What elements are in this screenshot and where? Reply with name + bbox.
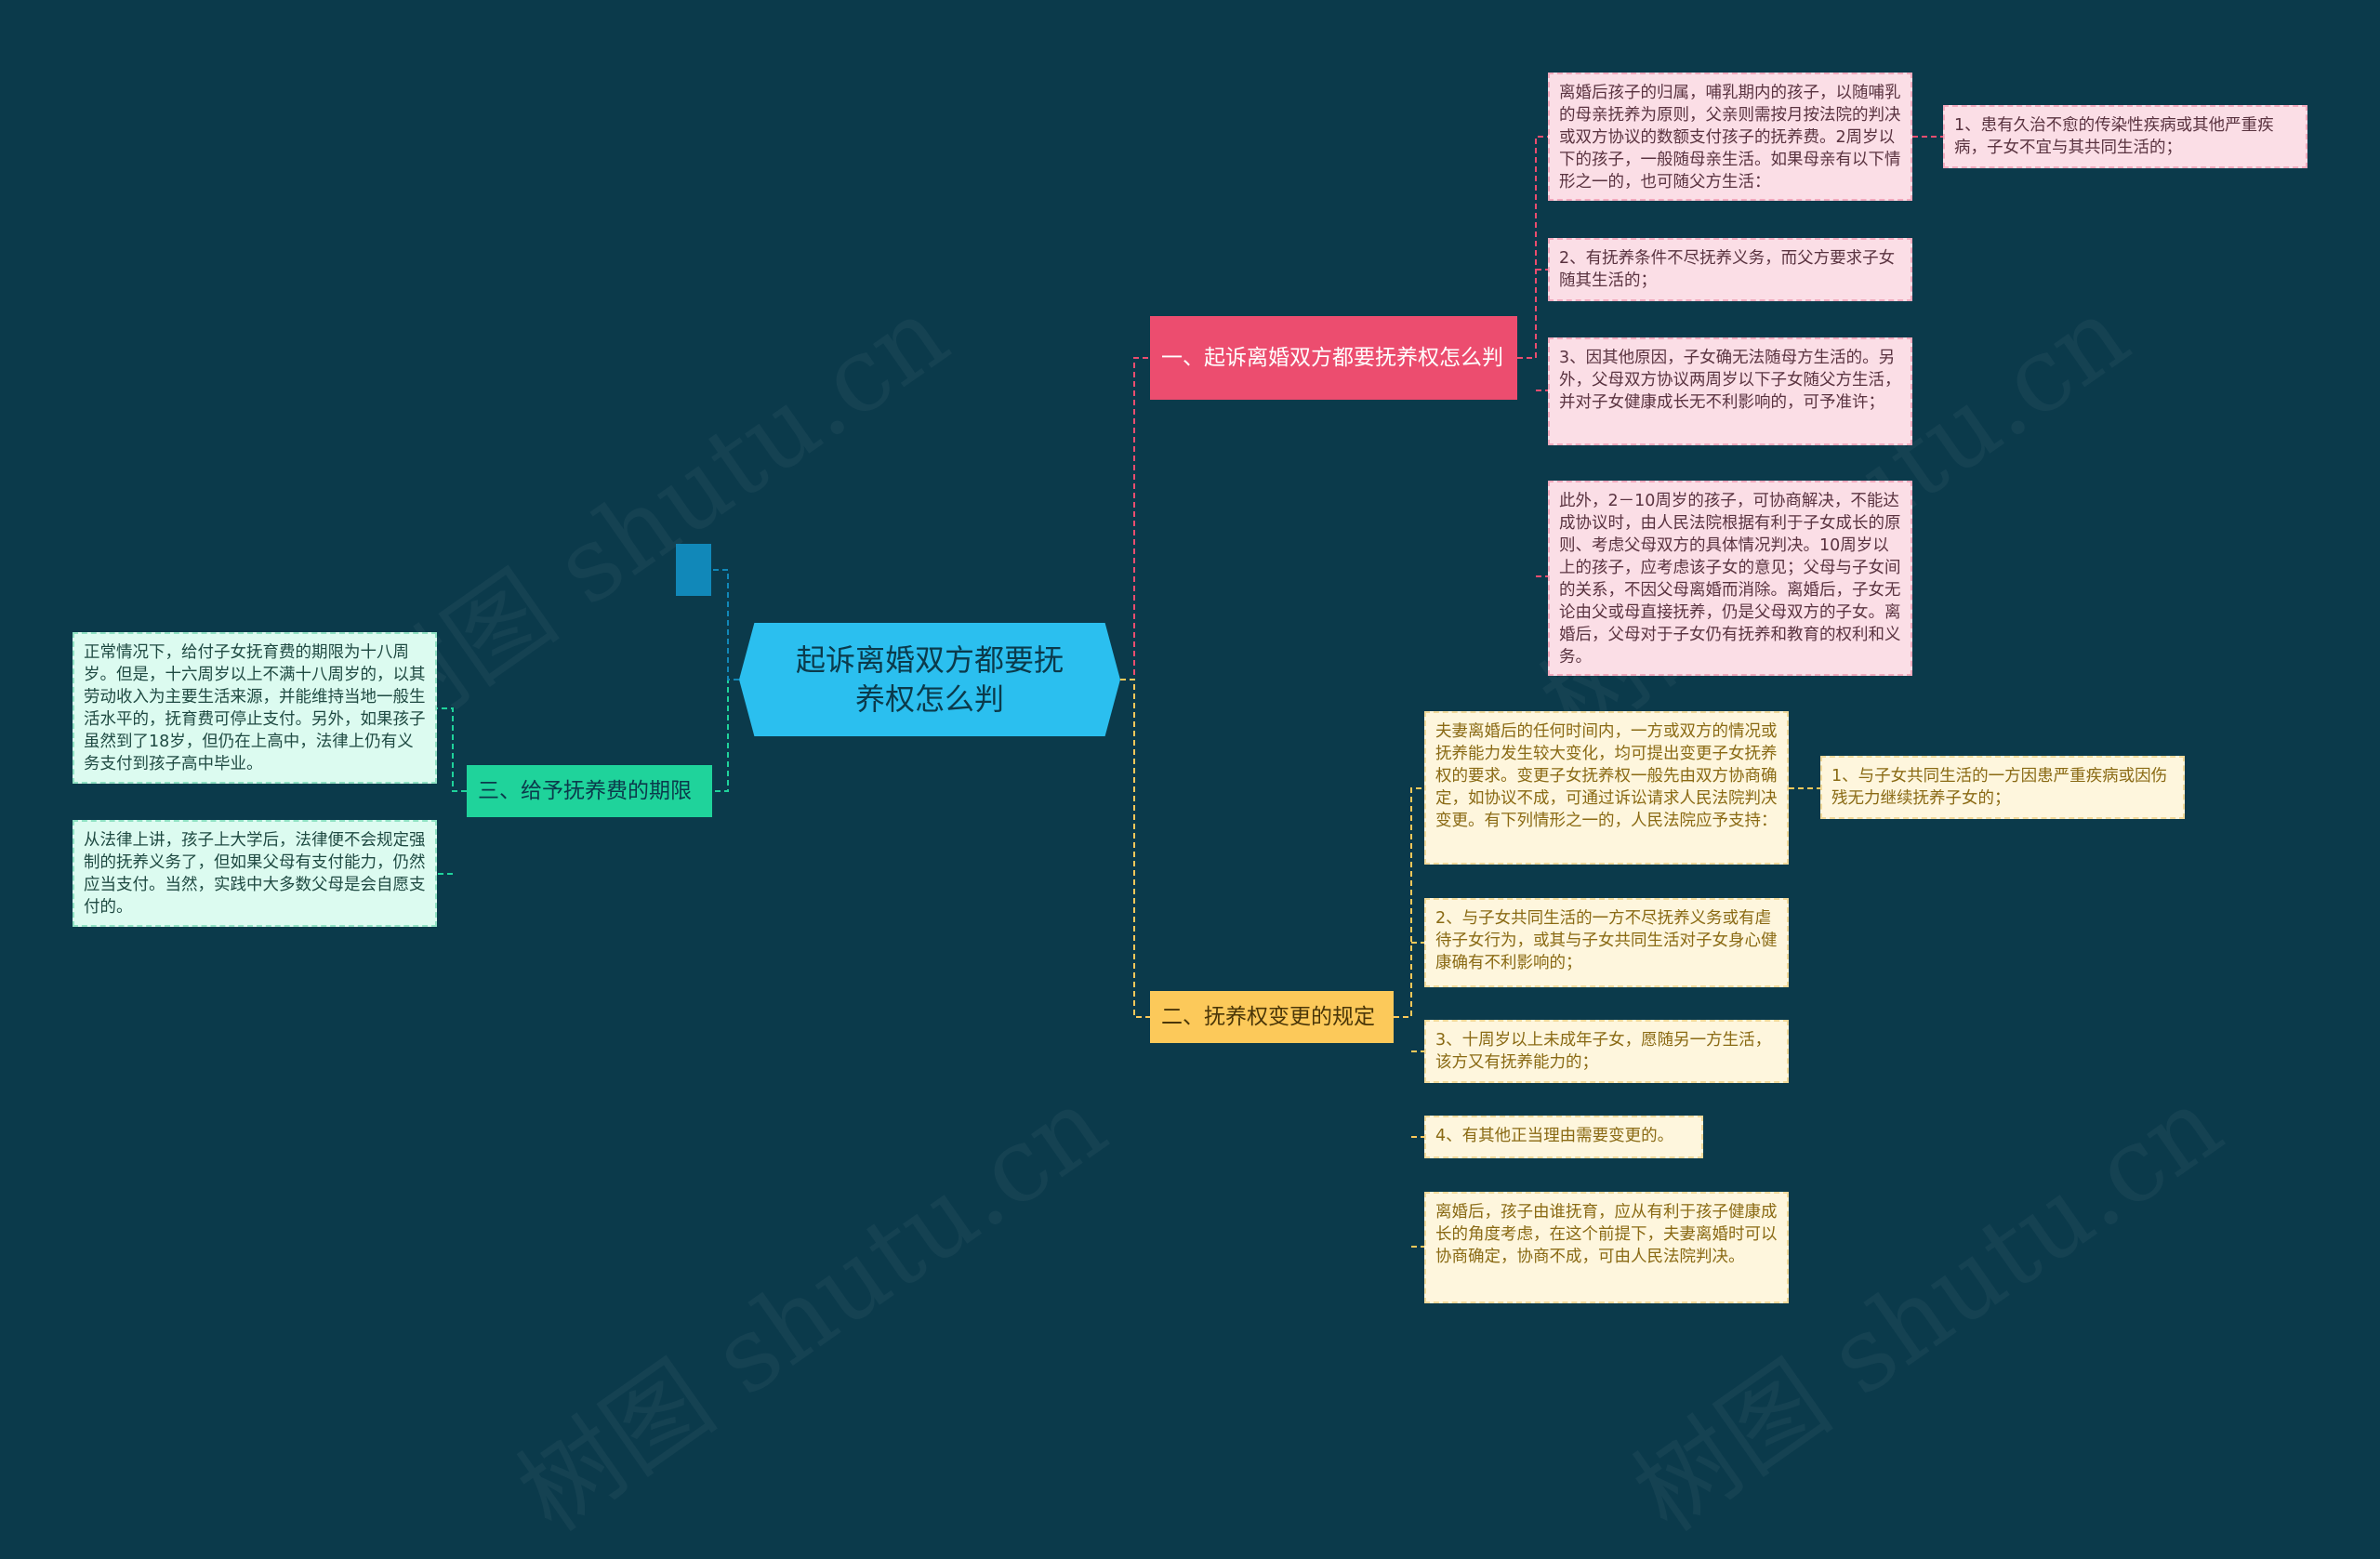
leaf-text: 3、因其他原因，子女确无法随母方生活的。另外，父母双方协议两周岁以下子女随父方生… [1559, 349, 1901, 412]
branch-topic-label: 三、给予抚养费的期限 [478, 779, 692, 803]
leaf-custody-condition-3[interactable]: 3、因其他原因，子女确无法随母方生活的。另外，父母双方协议两周岁以下子女随父方生… [1548, 337, 1912, 445]
leaf-text: 此外，2－10周岁的孩子，可协商解决，不能达成协议时，由人民法院根据有利于子女成… [1559, 492, 1901, 667]
root-topic-label: 起诉离婚双方都要抚养权怎么判 [795, 642, 1064, 717]
leaf-change-condition-3[interactable]: 3、十周岁以上未成年子女，愿随另一方生活，该方又有抚养能力的； [1424, 1020, 1789, 1083]
leaf-support-age-limit[interactable]: 正常情况下，给付子女抚育费的期限为十八周岁。但是，十六周岁以上不满十八周岁的，以… [73, 632, 437, 784]
leaf-change-condition-2[interactable]: 2、与子女共同生活的一方不尽抚养义务或有虐待子女行为，或其与子女共同生活对子女身… [1424, 898, 1789, 987]
leaf-custody-age-rule[interactable]: 此外，2－10周岁的孩子，可协商解决，不能达成协议时，由人民法院根据有利于子女成… [1548, 481, 1912, 676]
link-branch2-leaves [1394, 787, 1424, 1248]
empty-topic-node[interactable] [676, 544, 711, 596]
leaf-text: 离婚后，孩子由谁抚育，应从有利于孩子健康成长的角度考虑，在这个前提下，夫妻离婚时… [1435, 1203, 1778, 1266]
leaf-text: 离婚后孩子的归属，哺乳期内的孩子，以随哺乳的母亲抚养为原则，父亲则需按月按法院的… [1559, 84, 1901, 192]
leaf-text: 2、有抚养条件不尽抚养义务，而父方要求子女随其生活的； [1559, 249, 1896, 290]
link-root-mini [711, 569, 739, 680]
branch-topic-custody-change[interactable]: 二、抚养权变更的规定 [1150, 991, 1394, 1043]
leaf-text: 正常情况下，给付子女抚育费的期限为十八周岁。但是，十六周岁以上不满十八周岁的，以… [84, 643, 426, 773]
branch-topic-custody-judgment[interactable]: 一、起诉离婚双方都要抚养权怎么判 [1150, 316, 1517, 400]
leaf-change-condition-1[interactable]: 1、与子女共同生活的一方因患严重疾病或因伤残无力继续抚养子女的； [1820, 756, 2185, 819]
branch-topic-support-duration[interactable]: 三、给予抚养费的期限 [467, 765, 712, 817]
branch-topic-label: 一、起诉离婚双方都要抚养权怎么判 [1161, 346, 1503, 370]
root-topic[interactable]: 起诉离婚双方都要抚养权怎么判 [739, 623, 1120, 736]
leaf-support-college[interactable]: 从法律上讲，孩子上大学后，法律便不会规定强制的抚养义务了，但如果父母有支付能力，… [73, 820, 437, 927]
leaf-change-principle[interactable]: 离婚后，孩子由谁抚育，应从有利于孩子健康成长的角度考虑，在这个前提下，夫妻离婚时… [1424, 1192, 1789, 1303]
leaf-custody-rule[interactable]: 离婚后孩子的归属，哺乳期内的孩子，以随哺乳的母亲抚养为原则，父亲则需按月按法院的… [1548, 73, 1912, 201]
link-branch1-leaves [1517, 136, 1548, 577]
link-root-branch2 [1120, 679, 1150, 1018]
leaf-text: 4、有其他正当理由需要变更的。 [1435, 1127, 1674, 1145]
branch-topic-label: 二、抚养权变更的规定 [1161, 1005, 1375, 1029]
leaf-custody-subcondition[interactable]: 1、患有久治不愈的传染性疾病或其他严重疾病，子女不宜与其共同生活的； [1943, 105, 2307, 168]
leaf-text: 从法律上讲，孩子上大学后，法律便不会规定强制的抚养义务了，但如果父母有支付能力，… [84, 831, 426, 917]
leaf-text: 1、与子女共同生活的一方因患严重疾病或因伤残无力继续抚养子女的； [1831, 767, 2168, 808]
leaf-text: 2、与子女共同生活的一方不尽抚养义务或有虐待子女行为，或其与子女共同生活对子女身… [1435, 909, 1778, 972]
link-branch3-leaves [437, 707, 467, 875]
connector-lines [437, 136, 1943, 1248]
link-root-branch3 [712, 679, 739, 792]
leaf-text: 1、患有久治不愈的传染性疾病或其他严重疾病，子女不宜与其共同生活的； [1954, 116, 2274, 157]
leaf-text: 夫妻离婚后的任何时间内，一方或双方的情况或抚养能力发生较大变化，均可提出变更子女… [1435, 722, 1778, 830]
leaf-custody-condition-2[interactable]: 2、有抚养条件不尽抚养义务，而父方要求子女随其生活的； [1548, 238, 1912, 301]
leaf-text: 3、十周岁以上未成年子女，愿随另一方生活，该方又有抚养能力的； [1435, 1031, 1772, 1072]
leaf-change-overview[interactable]: 夫妻离婚后的任何时间内，一方或双方的情况或抚养能力发生较大变化，均可提出变更子女… [1424, 711, 1789, 865]
mind-map-canvas: 树图 shutu.cn 树图 shutu.cn 树图 shutu.cn 树图 s… [73, 73, 2307, 1554]
leaf-change-condition-4[interactable]: 4、有其他正当理由需要变更的。 [1424, 1116, 1703, 1158]
link-root-branch1 [1120, 357, 1150, 680]
